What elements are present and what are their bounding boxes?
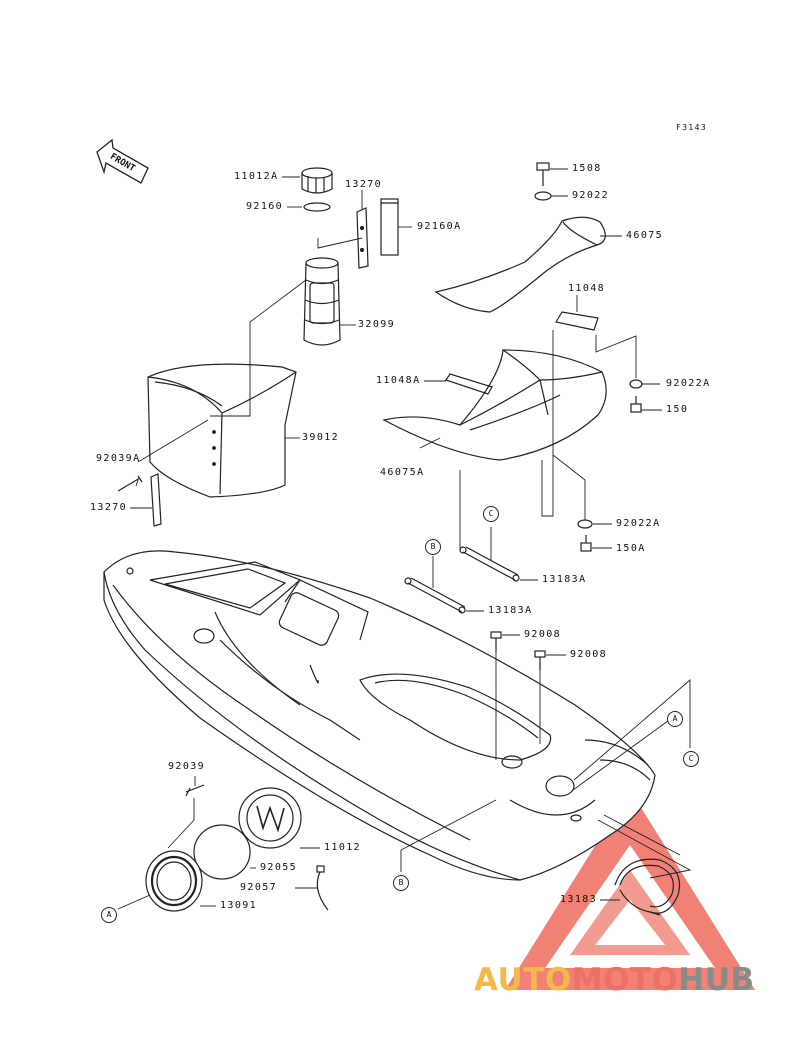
part-label-92039A: 92039A (96, 453, 141, 464)
ref-circle-c: C (483, 506, 499, 522)
bracket-13270-top (356, 207, 369, 269)
hull (103, 550, 656, 881)
part-label-92160A: 92160A (417, 221, 462, 232)
part-label-11048: 11048 (568, 283, 606, 294)
watermark-part-hub: HUB (678, 962, 755, 998)
screw-92057 (316, 865, 329, 911)
part-label-92039: 92039 (168, 761, 206, 772)
part-label-39012: 39012 (302, 432, 340, 443)
part-label-13183A: 13183A (488, 605, 533, 616)
watermark-logo (505, 790, 755, 990)
bolt-150 (630, 396, 642, 413)
front-arrow: FRONT (96, 138, 149, 184)
part-label-92160: 92160 (246, 201, 284, 212)
watermark-text: AUTOMOTOHUB (474, 962, 755, 998)
watermark-part-auto: AUTO (474, 962, 572, 998)
washer-92022 (534, 191, 552, 201)
part-label-92022A: 92022A (616, 518, 661, 529)
part-label-11012: 11012 (324, 842, 362, 853)
part-label-13091: 13091 (220, 900, 258, 911)
figure-code: F3143 (676, 123, 708, 132)
storage-cap (301, 167, 333, 212)
part-label-1508: 1508 (572, 163, 602, 174)
bracket-13270-bottom (150, 473, 162, 527)
part-label-13183: 13183 (560, 894, 598, 905)
ring-13183 (600, 858, 681, 916)
part-label-46075: 46075 (626, 230, 664, 241)
ref-circle-a: A (667, 711, 683, 727)
storage-tube (303, 257, 341, 346)
strap-13183A-2 (407, 577, 466, 613)
part-label-32099: 32099 (358, 319, 396, 330)
bolt-92039A (117, 475, 143, 492)
bracket-11048 (555, 311, 599, 331)
part-label-92055: 92055 (260, 862, 298, 873)
cover-11012 (238, 787, 302, 849)
ring-13091 (145, 850, 203, 912)
ref-circle-b: B (425, 539, 441, 555)
part-label-92022: 92022 (572, 190, 610, 201)
ref-circle-c: C (683, 751, 699, 767)
part-label-46075A: 46075A (380, 467, 425, 478)
part-label-11048A: 11048A (376, 375, 421, 386)
part-label-11012A: 11012A (234, 171, 279, 182)
seal-92160A (380, 198, 399, 256)
handle-grip-46075 (434, 216, 606, 313)
watermark-part-moto: MOTO (571, 962, 679, 998)
part-label-92008: 92008 (524, 629, 562, 640)
oring-92055 (193, 824, 251, 880)
part-label-92057: 92057 (240, 882, 278, 893)
ref-circle-a: A (101, 907, 117, 923)
handle-46075A (382, 349, 607, 461)
bolt-92039 (185, 784, 205, 797)
bolt-1508 (536, 162, 550, 186)
part-label-13270: 13270 (90, 502, 128, 513)
part-label-150A: 150A (616, 543, 646, 554)
part-label-150: 150 (666, 404, 689, 415)
bolt-150A (580, 535, 592, 552)
part-label-13270: 13270 (345, 179, 383, 190)
storage-bin (147, 363, 297, 498)
washer-92022A-2 (577, 519, 593, 529)
bolt-92008-1 (490, 631, 502, 652)
part-label-13183A: 13183A (542, 574, 587, 585)
ref-circle-b: B (393, 875, 409, 891)
strap-13183A-1 (462, 546, 519, 581)
washer-92022A-1 (629, 379, 643, 389)
part-label-92022A: 92022A (666, 378, 711, 389)
bolt-92008-2 (534, 650, 546, 670)
part-label-92008: 92008 (570, 649, 608, 660)
bracket-11048A (445, 373, 493, 395)
